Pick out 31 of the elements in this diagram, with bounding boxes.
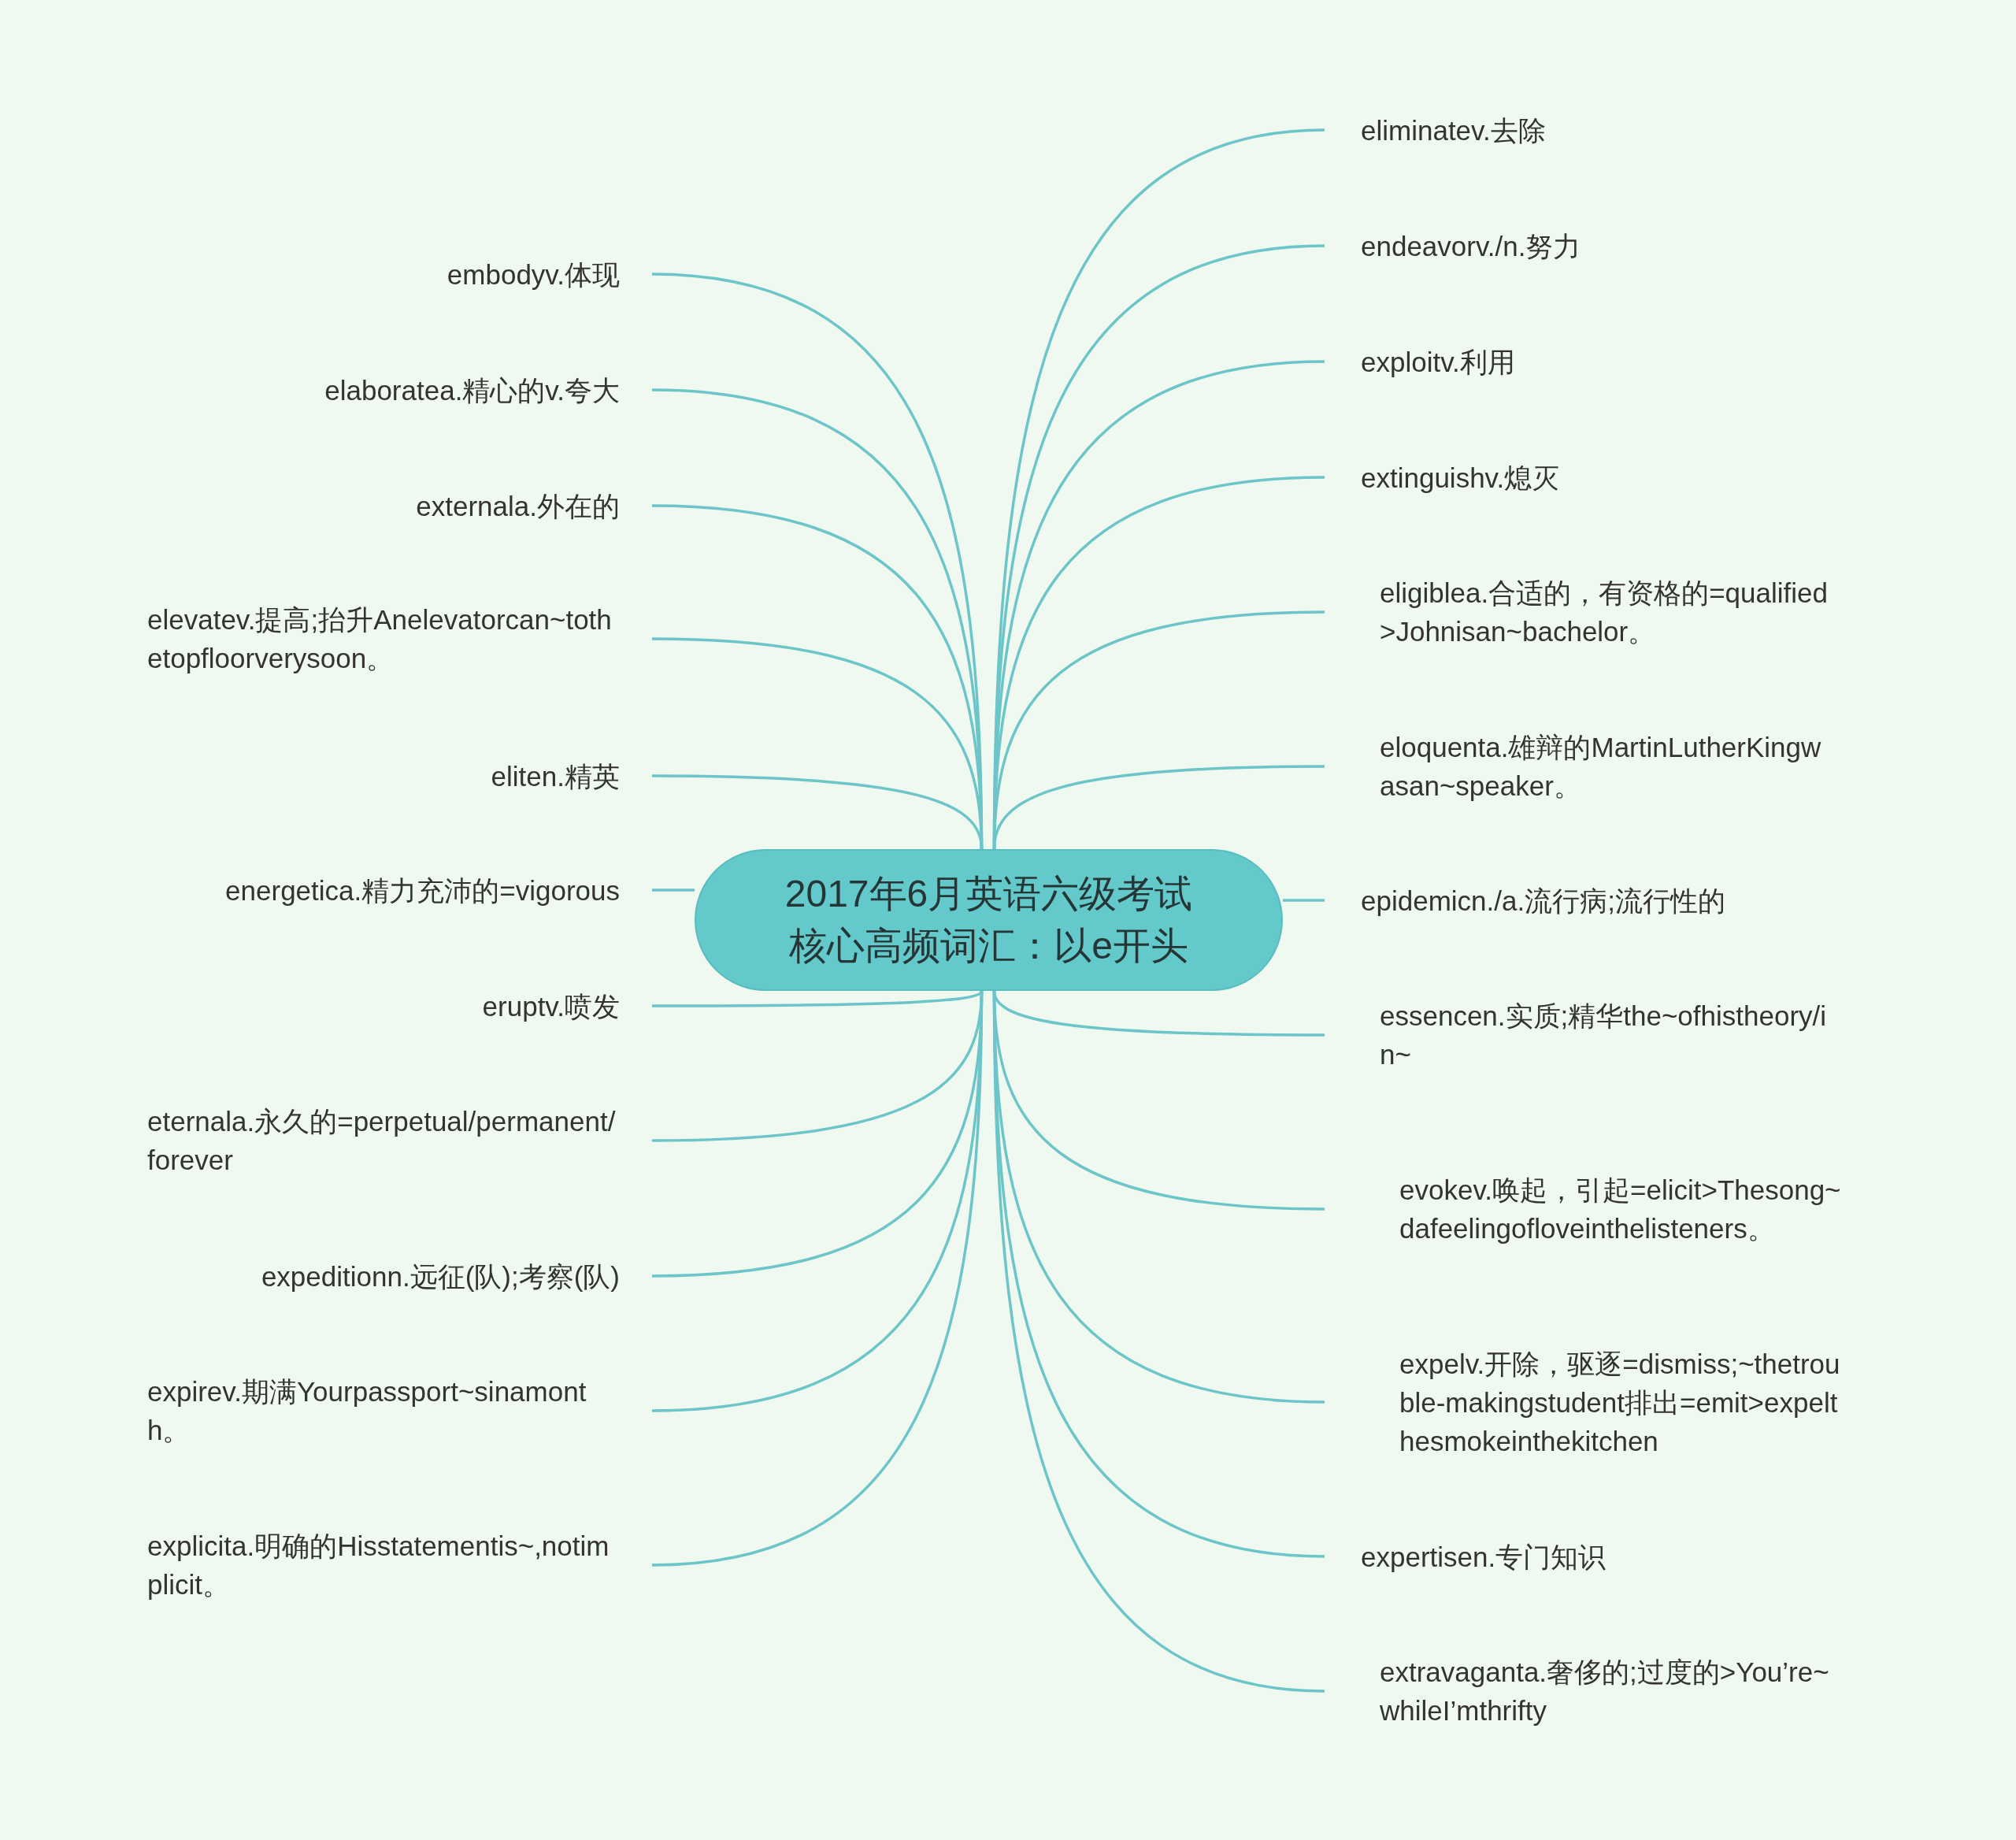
topic-label: essencen.实质;精华the~ofhistheory/in~ (1325, 996, 1833, 1074)
topic-label: eliten.精英 (491, 756, 652, 796)
central-topic: 2017年6月英语六级考试核心高频词汇：以e开头 (695, 849, 1283, 991)
topic-label: elaboratea.精心的v.夸大 (324, 370, 652, 410)
topic-label: expirev.期满Yourpassport~sinamonth。 (147, 1372, 652, 1449)
topic-label: exploitv.利用 (1325, 342, 1515, 381)
topic-label: extinguishv.熄灭 (1325, 458, 1560, 497)
connector-line (652, 989, 983, 1007)
topic-label: externala.外在的 (416, 486, 652, 525)
topic-label: eternala.永久的=perpetual/permanent/forever (147, 1102, 652, 1179)
topic-label: expertisen.专门知识 (1325, 1537, 1606, 1576)
connector-line (651, 990, 984, 1567)
connector-line (652, 888, 695, 892)
connector-line (652, 774, 984, 850)
topic-label: explicita.明确的Hisstatementis~,notimplicit。 (147, 1527, 652, 1604)
topic-label: endeavorv./n.努力 (1325, 226, 1581, 265)
connector-line (992, 990, 1325, 1693)
topic-label: evokev.唤起，引起=elicit>Thesong~dafeelingofloveinthelisteners。 (1325, 1170, 1852, 1248)
topic-label: eligiblea.合适的，有资格的=qualified>Johnisan~bachelor。 (1325, 573, 1833, 651)
topic-label: epidemicn./a.流行病;流行性的 (1325, 881, 1725, 920)
topic-label: extravaganta.奢侈的;过度的>You’re~whileI’mthrifty (1325, 1653, 1833, 1730)
connector-line (1283, 899, 1325, 902)
topic-label: embodyv.体现 (447, 254, 652, 294)
topic-label: eruptv.喷发 (482, 986, 652, 1026)
topic-label: energetica.精力充沛的=vigorous (225, 870, 652, 910)
topic-label: expelv.开除，驱逐=dismiss;~thetrouble-makingstudent排出=emit>expelthesmokeinthekitchen (1325, 1344, 1852, 1460)
topic-label: eloquenta.雄辩的MartinLutherKingwasan~speaker。 (1325, 728, 1833, 805)
topic-label: eliminatev.去除 (1325, 110, 1546, 150)
topic-label: elevatev.提高;抬升Anelevatorcan~tothetopfloorverysoon。 (147, 600, 652, 677)
connector-line (992, 765, 1325, 850)
topic-label: expeditionn.远征(队);考察(队) (261, 1256, 652, 1296)
